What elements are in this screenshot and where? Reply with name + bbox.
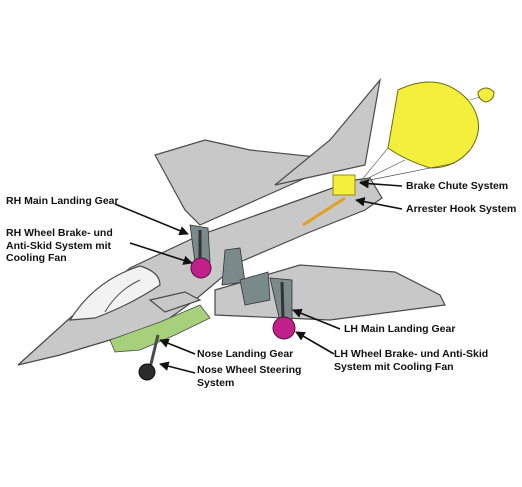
- arrow-nose-steering: [160, 364, 195, 373]
- label-nose-wheel-steering-line1: Nose Wheel Steering: [197, 364, 301, 377]
- label-arrester-hook-system: Arrester Hook System: [406, 203, 516, 216]
- label-lh-main-landing-gear: LH Main Landing Gear: [344, 323, 455, 336]
- label-rh-wheel-brake: RH Wheel Brake- und Anti-Skid System mit…: [6, 227, 113, 265]
- label-lh-wheel-brake-line2: System mit Cooling Fan: [334, 361, 488, 374]
- lh-gear-strut: [282, 282, 283, 318]
- arrow-nose-gear: [160, 340, 195, 354]
- label-rh-main-landing-gear: RH Main Landing Gear: [6, 195, 119, 208]
- rh-wheel: [191, 258, 211, 278]
- label-nose-wheel-steering-line2: System: [197, 377, 301, 390]
- pilot-chute-line: [470, 97, 480, 100]
- lh-wheel: [273, 317, 295, 339]
- label-nose-wheel-steering: Nose Wheel Steering System: [197, 364, 301, 389]
- pilot-chute: [478, 88, 494, 102]
- label-lh-wheel-brake-line1: LH Wheel Brake- und Anti-Skid: [334, 348, 488, 361]
- brake-chute-canister: [333, 175, 355, 195]
- label-rh-wheel-brake-line2: Anti-Skid System mit: [6, 240, 113, 253]
- label-rh-wheel-brake-line3: Cooling Fan: [6, 252, 113, 265]
- label-lh-wheel-brake: LH Wheel Brake- und Anti-Skid System mit…: [334, 348, 488, 373]
- label-nose-landing-gear: Nose Landing Gear: [197, 348, 293, 361]
- parachute-canopy: [388, 82, 479, 168]
- label-brake-chute-system: Brake Chute System: [406, 180, 508, 193]
- arrow-rh-main-gear: [115, 204, 188, 234]
- arrow-lh-brake: [296, 332, 334, 354]
- label-rh-wheel-brake-line1: RH Wheel Brake- und: [6, 227, 113, 240]
- nose-wheel: [139, 364, 155, 380]
